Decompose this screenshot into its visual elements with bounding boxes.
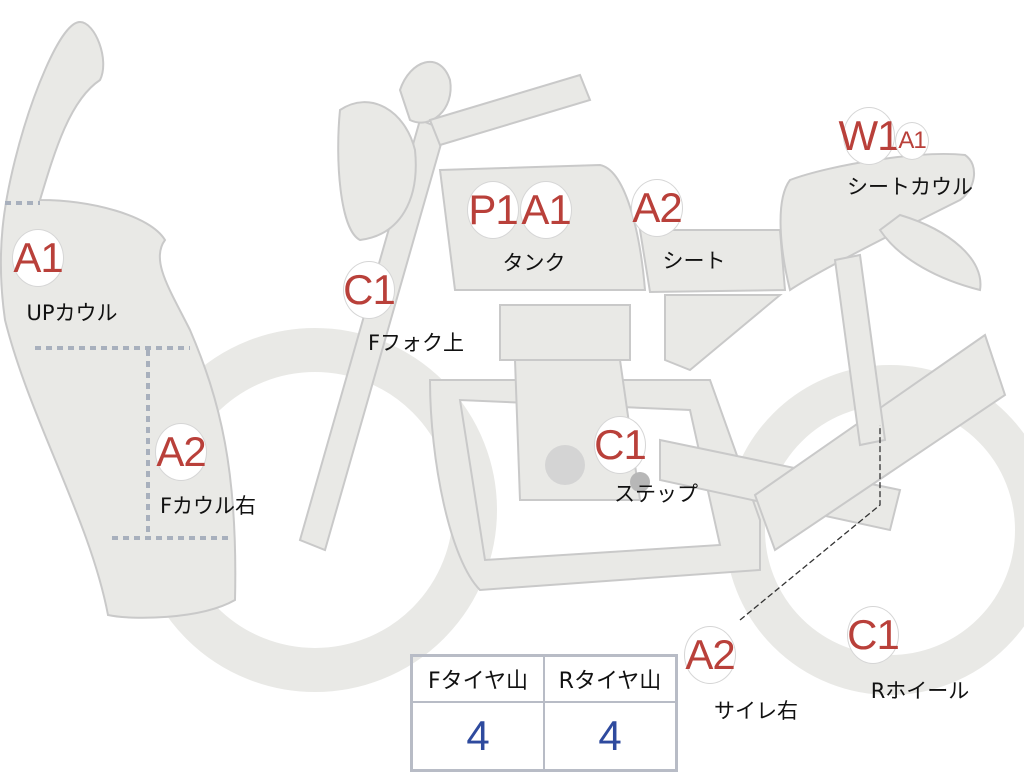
part-label: タンク <box>502 251 566 275</box>
part-label: Fカウル右 <box>159 494 257 518</box>
damage-code: C1 <box>847 606 900 664</box>
part-label: シート <box>662 249 726 273</box>
side-cover <box>664 294 783 372</box>
part-label: Fフォク上 <box>367 331 465 355</box>
damage-code: W1 <box>839 107 901 165</box>
damage-code: A2 <box>155 423 207 481</box>
rear-tire-header: Rタイヤ山 <box>543 654 678 703</box>
shock <box>833 253 887 447</box>
damage-code: A2 <box>631 179 683 237</box>
damage-code: P1 <box>467 181 519 239</box>
seat <box>638 229 787 294</box>
front-tire-header: Fタイヤ山 <box>410 654 545 703</box>
damage-code: C1 <box>594 416 647 474</box>
handlebar <box>428 73 592 147</box>
damage-code: A1 <box>12 229 64 287</box>
headlight <box>337 101 417 242</box>
mirror <box>398 60 452 124</box>
part-label: サイレ右 <box>714 699 798 723</box>
damage-code: A1 <box>895 122 929 160</box>
part-label: Rホイール <box>870 679 970 703</box>
tire-tread-table: Fタイヤ山 Rタイヤ山 4 4 <box>410 654 678 772</box>
engine-head <box>499 304 631 361</box>
damage-code: A1 <box>520 181 572 239</box>
part-label: シートカウル <box>847 175 973 199</box>
part-label: UPカウル <box>26 301 118 325</box>
front-tire-value: 4 <box>410 701 545 772</box>
damage-code: A2 <box>684 626 736 684</box>
damage-code: C1 <box>343 261 396 319</box>
rear-fender <box>878 213 982 292</box>
part-label: ステップ <box>614 482 698 506</box>
rear-tire-value: 4 <box>543 701 678 772</box>
